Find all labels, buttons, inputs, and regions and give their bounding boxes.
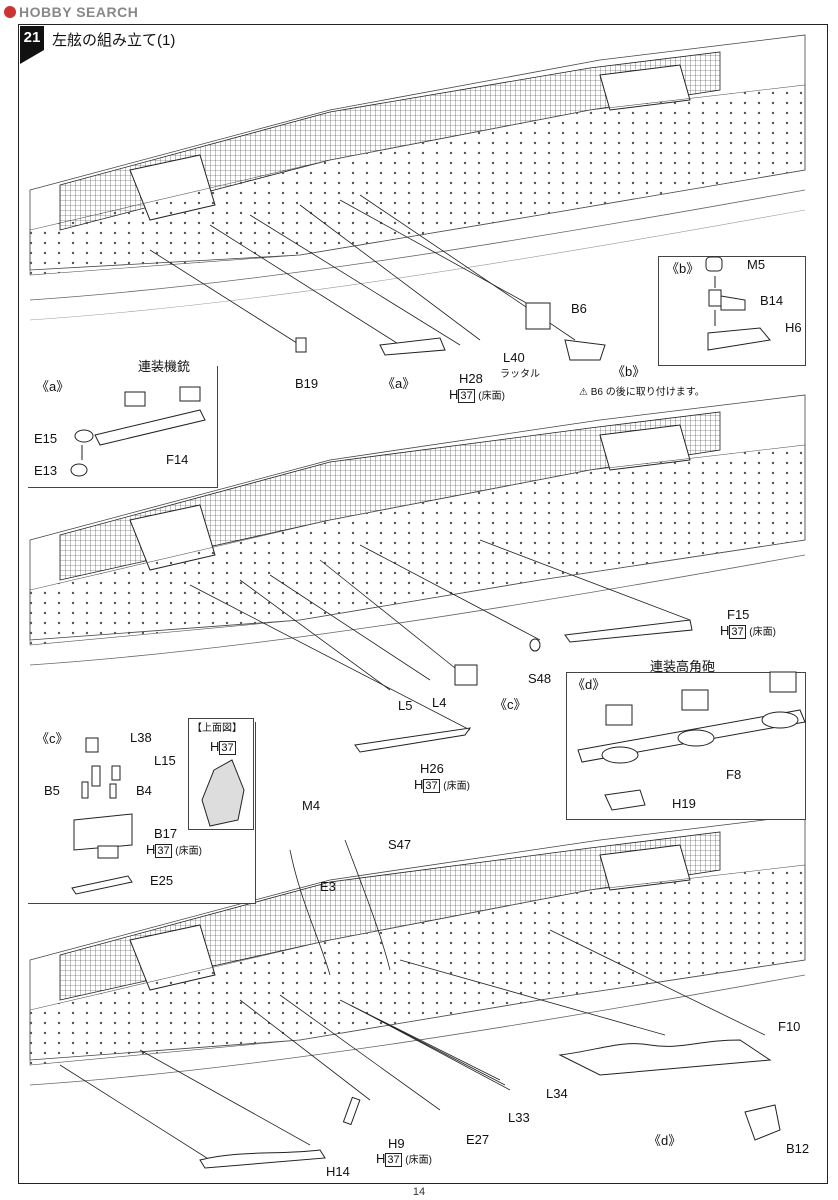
- part-B12: B12: [786, 1141, 810, 1156]
- top-view-label: 【上面図】: [192, 723, 242, 734]
- part-L5: L5: [398, 698, 413, 713]
- part-E25: E25: [150, 873, 174, 888]
- part-L38: L38: [130, 730, 152, 745]
- logo-icon: [4, 6, 16, 18]
- hull-section-1: [29, 34, 806, 361]
- part-E3: E3: [320, 879, 336, 894]
- part-B17: B17: [154, 826, 178, 841]
- part-L40: L40: [503, 350, 525, 365]
- part-H28: H28: [459, 371, 483, 386]
- part-E13: E13: [34, 463, 58, 478]
- part-B4: B4: [136, 783, 152, 798]
- part-E15: E15: [34, 431, 58, 446]
- part-H9: H9: [388, 1136, 405, 1151]
- part-B19: B19: [295, 376, 319, 391]
- part-L33: L33: [508, 1110, 530, 1125]
- hull-section-3: [29, 814, 806, 1169]
- part-F15: F15: [727, 607, 750, 622]
- part-F10: F10: [778, 1019, 801, 1034]
- detail-d-caption: 連装高角砲: [650, 659, 716, 674]
- part-F14: F14: [166, 452, 189, 467]
- part-S47: S47: [388, 837, 412, 852]
- step-number: 21: [20, 26, 44, 50]
- part-B14: B14: [760, 293, 784, 308]
- detail-b-ref: 《b》: [666, 261, 700, 276]
- page-frame: [18, 24, 828, 1184]
- ref-d: 《d》: [648, 1133, 682, 1148]
- part-E27: E27: [466, 1132, 490, 1147]
- step-title: 左舷の組み立て(1): [52, 32, 176, 49]
- part-H19: H19: [672, 796, 696, 811]
- detail-a-caption: 連装機銃: [138, 359, 191, 374]
- part-H14: H14: [326, 1164, 350, 1179]
- ref-c: 《c》: [494, 697, 527, 712]
- part-B6: B6: [571, 301, 587, 316]
- warning-icon: ⚠: [579, 387, 591, 398]
- ref-a: 《a》: [382, 376, 416, 391]
- part-M5: M5: [747, 257, 766, 272]
- part-L15: L15: [154, 753, 176, 768]
- part-H6: H6: [785, 320, 802, 335]
- watermark: HOBBY SEARCH: [4, 4, 138, 20]
- detail-d-ref: 《d》: [572, 677, 606, 692]
- page-number: 14: [412, 1186, 426, 1198]
- part-H26: H26: [420, 761, 444, 776]
- detail-a-box: [28, 366, 218, 488]
- detail-a-ref: 《a》: [36, 379, 70, 394]
- part-L34: L34: [546, 1086, 568, 1101]
- part-M4: M4: [302, 798, 321, 813]
- detail-c-ref: 《c》: [36, 731, 69, 746]
- part-S48: S48: [528, 671, 552, 686]
- ref-b: 《b》: [612, 364, 646, 379]
- hull-section-2: [29, 394, 806, 753]
- part-F8: F8: [726, 767, 742, 782]
- ladder-label: ラッタル: [500, 369, 540, 380]
- part-B5: B5: [44, 783, 60, 798]
- part-L4: L4: [432, 695, 447, 710]
- warning-note: ⚠ B6 の後に取り付けます。: [579, 387, 705, 398]
- detail-b-box: [658, 256, 806, 366]
- step-marker: [20, 50, 44, 64]
